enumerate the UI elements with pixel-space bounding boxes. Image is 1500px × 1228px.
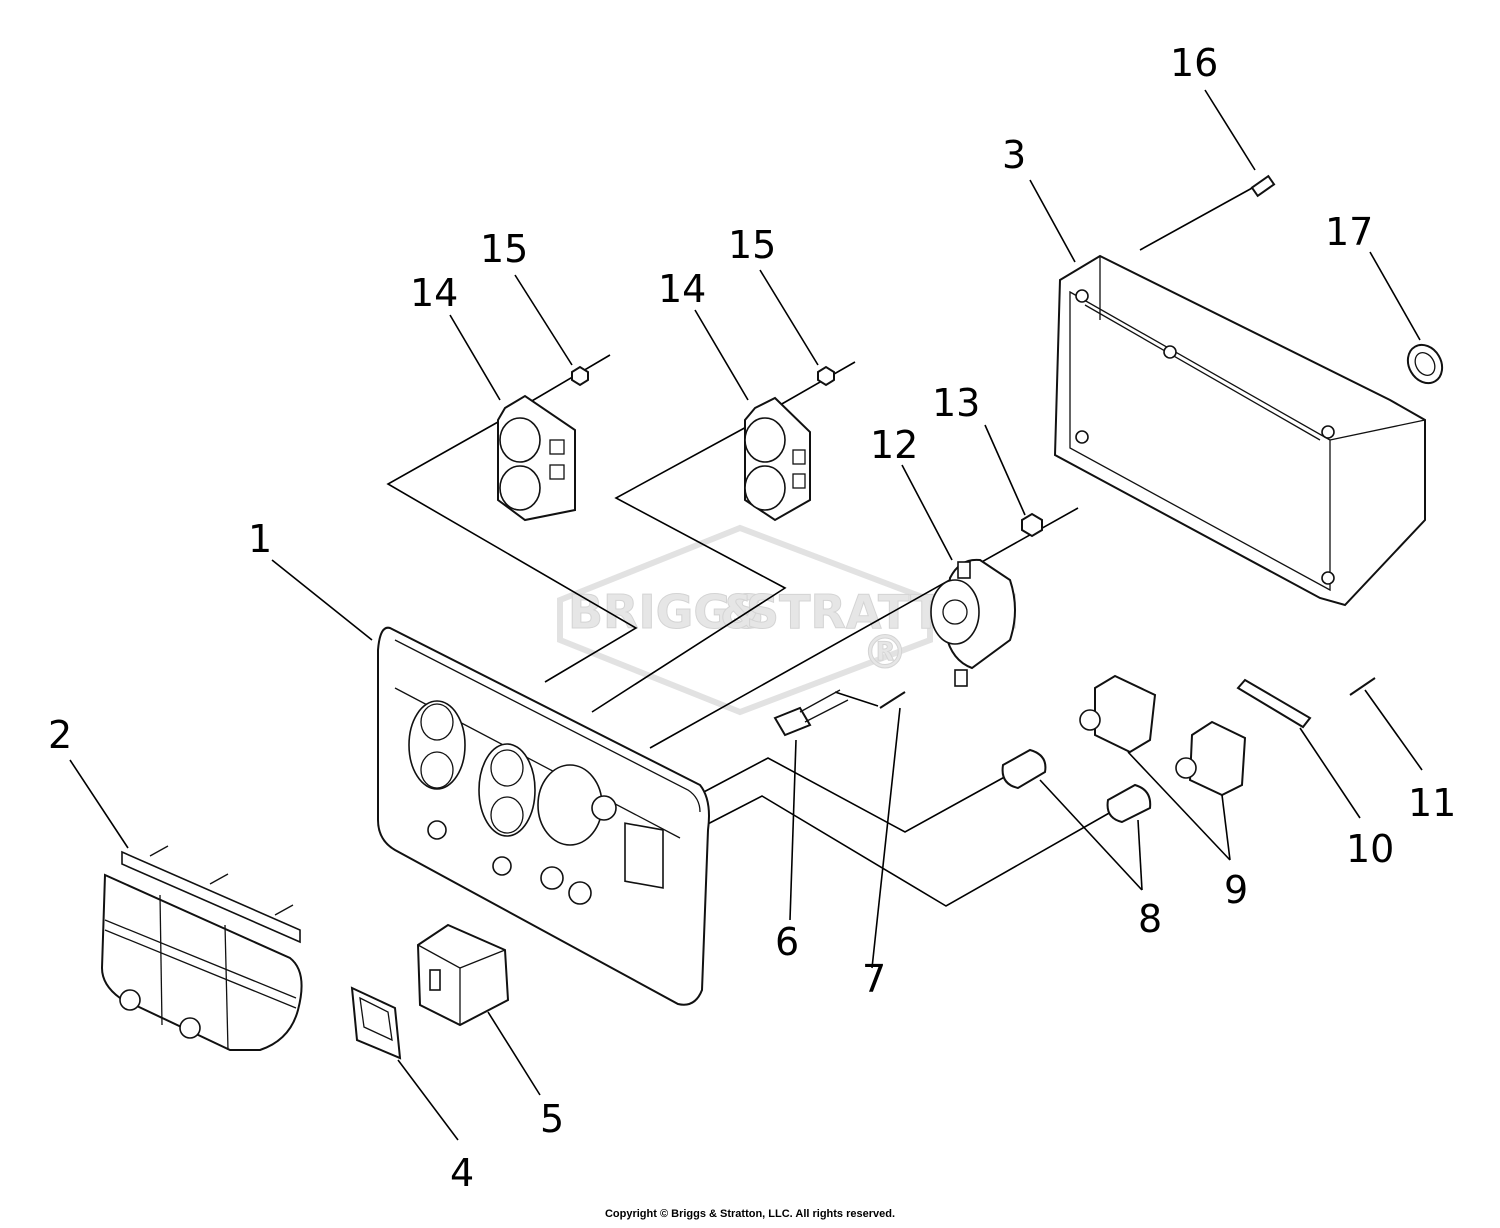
callout-13: 13 [932,381,980,425]
callout-14-left: 14 [410,271,458,315]
callout-11: 11 [1408,781,1456,825]
part-screw-11 [1349,677,1376,696]
callout-4: 4 [450,1151,474,1195]
part-duplex-receptacle-left [497,394,576,522]
part-nuts-15 [571,365,835,387]
part-duplex-receptacle-right [744,396,811,522]
part-twist-lock-receptacle [930,558,1016,687]
copyright-notice: Copyright © Briggs & Stratton, LLC. All … [604,1208,896,1220]
callout-labels: 1 2 3 4 5 6 7 8 9 10 11 12 13 14 14 15 1… [48,41,1456,1195]
callout-5: 5 [540,1097,564,1141]
callout-12: 12 [870,423,918,467]
callout-15-left: 15 [480,227,528,271]
part-control-panel [377,626,710,1006]
part-switch-block [416,923,510,1027]
watermark-brand-left: BRIGGS [568,585,764,639]
callout-8: 8 [1138,897,1162,941]
callout-6: 6 [775,920,799,964]
part-grommet-17 [1406,343,1444,385]
part-nut-13 [1021,512,1043,538]
callout-10: 10 [1346,827,1394,871]
callout-leaders [69,89,1423,1141]
part-bolt-16 [1250,174,1276,198]
callout-16: 16 [1170,41,1218,85]
callout-1: 1 [248,517,272,561]
callout-3: 3 [1002,133,1026,177]
callout-15-right: 15 [728,223,776,267]
part-screw-7 [879,691,906,709]
watermark-brand-amp: & [720,585,760,639]
part-panel-cover [100,845,303,1051]
callout-17: 17 [1325,210,1373,254]
callout-9: 9 [1224,868,1248,912]
assembly-lines [386,181,1264,907]
callout-14-right: 14 [658,267,706,311]
part-indicator-lamp [773,689,849,737]
part-rocker-switch [350,986,402,1060]
part-rear-housing [1053,254,1426,607]
callout-7: 7 [862,957,886,1001]
callout-2: 2 [48,713,72,757]
part-breakers-9 [1079,674,1247,797]
watermark-registered-mark: ® [862,625,908,679]
part-bar-10 [1236,678,1312,729]
part-caps-8 [1001,748,1152,824]
